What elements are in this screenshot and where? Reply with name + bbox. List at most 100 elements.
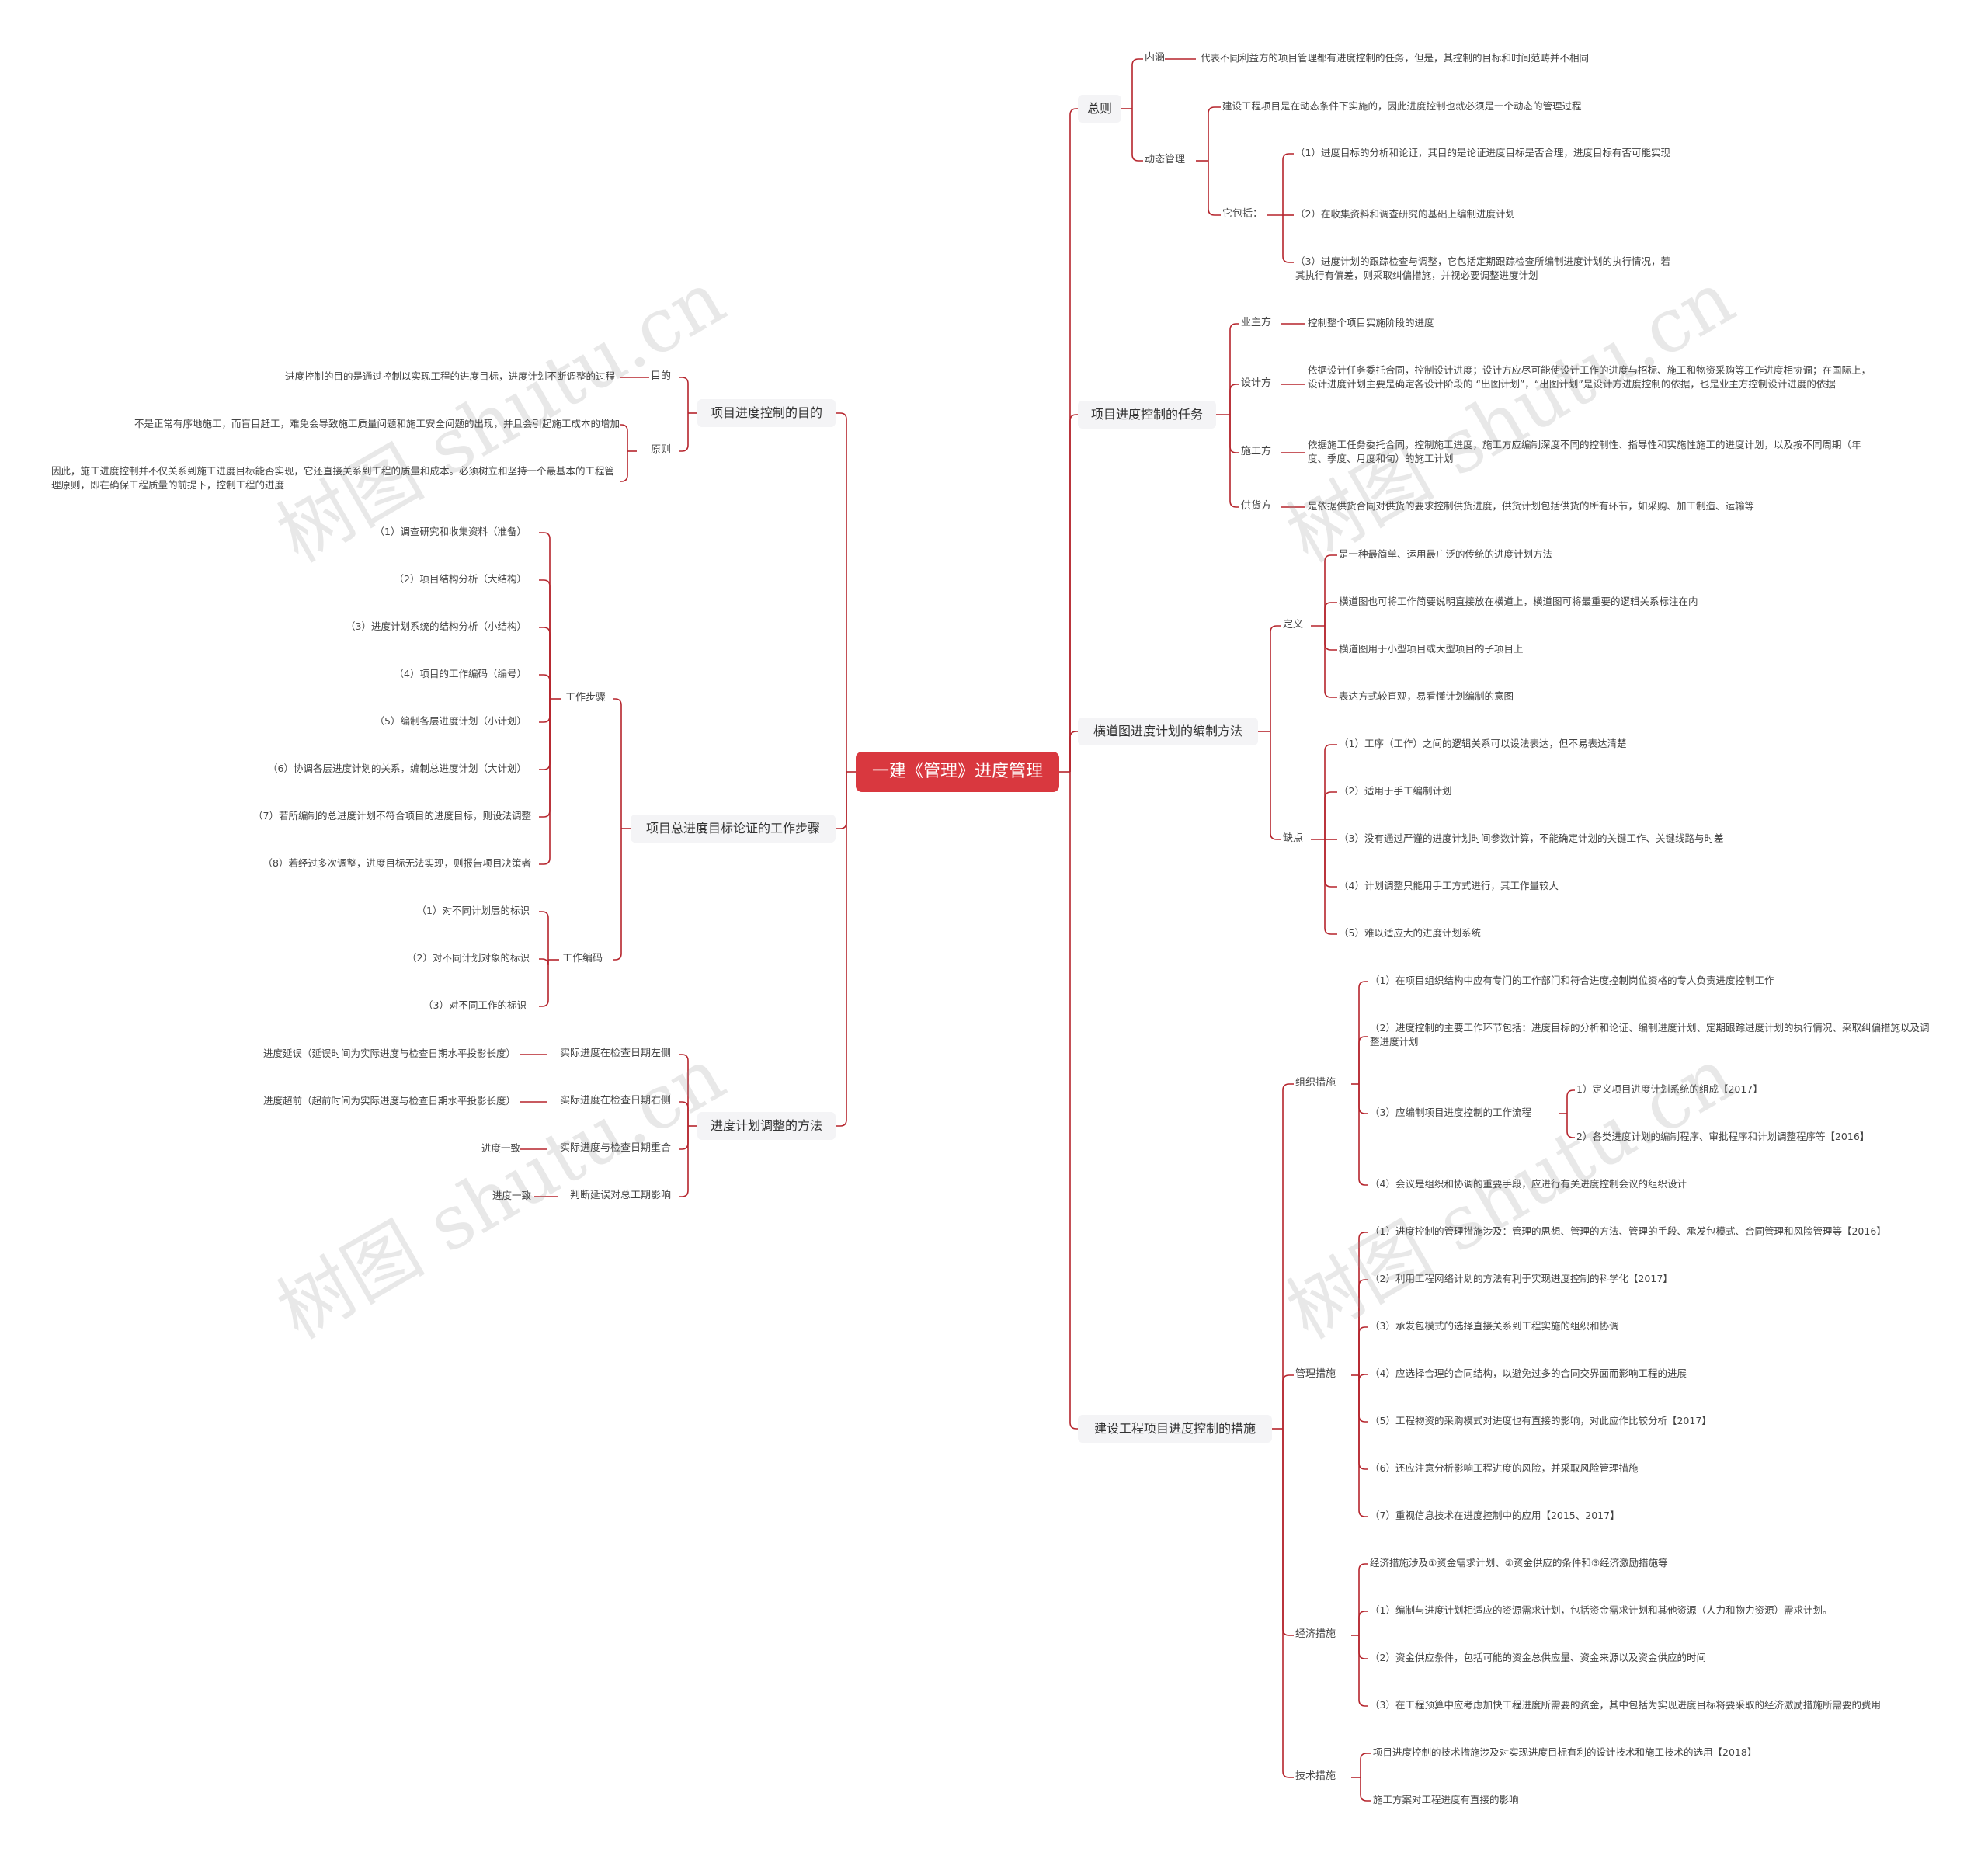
leaf-mudi[interactable]: 进度控制的目的是通过控制以实现工程的进度目标，进度计划不断调整的过程 (284, 370, 615, 382)
connector-gongzuo (539, 532, 551, 699)
leaf-jishu-2[interactable]: 施工方案对工程进度有直接的影响 (1373, 1794, 1519, 1805)
leaf-guanli-1[interactable]: （1）进度控制的管理措施涉及：管理的思想、管理的方法、管理的手段、承发包模式、合… (1370, 1225, 1886, 1237)
connector-guanli (1358, 1374, 1368, 1381)
leaf-bianma-3[interactable]: （3）对不同工作的标识 (423, 999, 527, 1011)
leaf-tiaozheng-1[interactable]: 进度延误（延误时间为实际进度与检查日期水平投影长度） (262, 1048, 516, 1059)
connector-zuzhi-3 (1566, 1114, 1575, 1138)
topic-guanli[interactable]: 管理措施 (1295, 1368, 1336, 1380)
topic-jishu[interactable]: 技术措施 (1295, 1770, 1336, 1782)
topic-tiaozheng-1[interactable]: 实际进度在检查日期左侧 (559, 1048, 671, 1059)
leaf-buzhou-5[interactable]: （5）编制各层进度计划（小计划） (374, 715, 527, 727)
topic-quedian[interactable]: 缺点 (1283, 832, 1304, 844)
connector-bianma (539, 960, 549, 1007)
leaf-tiaozheng-4[interactable]: 进度一致 (492, 1190, 531, 1201)
connector-yuanze (620, 424, 628, 451)
leaf-jingji-2[interactable]: （1）编制与进度计划相适应的资源需求计划，包括资金需求计划和其他资源（人力和物力… (1370, 1604, 1833, 1616)
leaf-tiaozheng-2[interactable]: 进度超前（超前时间为实际进度与检查日期水平投影长度） (262, 1095, 516, 1107)
connector-cuoshi (1282, 1374, 1294, 1429)
branch-mudi[interactable]: 项目进度控制的目的 (697, 399, 836, 427)
branch-cuoshi[interactable]: 建设工程项目进度控制的措施 (1078, 1415, 1272, 1443)
topic-dingyi[interactable]: 定义 (1283, 619, 1304, 631)
leaf-baokuo-3[interactable]: （3）进度计划的跟踪检查与调整，它包括定期跟踪检查所编制进度计划的执行情况，若其… (1295, 255, 1670, 281)
leaf-zuzhi-3-1[interactable]: 1）定义项目进度计划系统的组成【2017】 (1576, 1083, 1763, 1095)
leaf-jingji-3[interactable]: （2）资金供应条件，包括可能的资金总供应量、资金来源以及资金供应的时间 (1370, 1652, 1706, 1663)
leaf-buzhou-6[interactable]: （6）协调各层进度计划的关系，编制总进度计划（大计划） (268, 763, 527, 774)
leaf-guanli-2[interactable]: （2）利用工程网络计划的方法有利于实现进度控制的科学化【2017】 (1370, 1273, 1673, 1284)
leaf-zuzhi-3-2[interactable]: 2）各类进度计划的编制程序、审批程序和计划调整程序等【2016】 (1576, 1131, 1870, 1142)
topic-jingji[interactable]: 经济措施 (1295, 1628, 1336, 1640)
leaf-neihan[interactable]: 代表不同利益方的项目管理都有进度控制的任务，但是，其控制的目标和时间范畴并不相同 (1201, 52, 1590, 64)
topic-neihan[interactable]: 内涵 (1145, 52, 1166, 64)
leaf-buzhou-3[interactable]: （3）进度计划系统的结构分析（小结构） (346, 620, 527, 632)
topic-tiaozheng-3[interactable]: 实际进度与检查日期重合 (559, 1142, 671, 1154)
topic-sheji[interactable]: 设计方 (1241, 377, 1272, 389)
leaf-zuzhi-1[interactable]: （1）在项目组织结构中应有专门的工作部门和符合进度控制岗位资格的专人负责进度控制… (1370, 975, 1774, 986)
topic-gonghuo[interactable]: 供货方 (1241, 500, 1272, 512)
leaf-dongtai[interactable]: 建设工程项目是在动态条件下实施的，因此进度控制也就必须是一个动态的管理过程 (1222, 100, 1582, 112)
connector-bianma (539, 911, 549, 960)
topic-mudi[interactable]: 目的 (650, 370, 671, 382)
leaf-yezhu[interactable]: 控制整个项目实施阶段的进度 (1308, 317, 1434, 328)
leaf-baokuo-1[interactable]: （1）进度目标的分析和论证，其目的是论证进度目标是否合理，进度目标有否可能实现 (1295, 147, 1670, 158)
branch-buzhou[interactable]: 项目总进度目标论证的工作步骤 (631, 815, 836, 843)
leaf-buzhou-7[interactable]: （7）若所编制的总进度计划不符合项目的进度目标，则设法调整 (253, 810, 531, 822)
branch-renwu[interactable]: 项目进度控制的任务 (1078, 401, 1216, 429)
leaf-jingji-4[interactable]: （3）在工程预算中应考虑加快工程进度所需要的资金，其中包括为实现进度目标将要采取… (1370, 1699, 1881, 1711)
topic-tiaozheng-4[interactable]: 判断延误对总工期影响 (569, 1190, 671, 1201)
connector-dongtai (1208, 106, 1221, 161)
topic-zuzhi[interactable]: 组织措施 (1295, 1077, 1336, 1089)
leaf-buzhou-4[interactable]: （4）项目的工作编码（编号） (394, 668, 527, 679)
leaf-guanli-4[interactable]: （4）应选择合理的合同结构，以避免过多的合同交界面而影响工程的进展 (1370, 1367, 1687, 1379)
branch-tiaozheng[interactable]: 进度计划调整的方法 (697, 1112, 836, 1140)
connector-renwu (1229, 415, 1239, 453)
topic-tiaozheng-2[interactable]: 实际进度在检查日期右侧 (559, 1095, 671, 1107)
leaf-quedian-3[interactable]: （3）没有通过严谨的进度计划时间参数计算，不能确定计划的关键工作、关键线路与时差 (1339, 832, 1724, 844)
leaf-bianma-1[interactable]: （1）对不同计划层的标识 (416, 905, 530, 916)
leaf-quedian-2[interactable]: （2）适用于手工编制计划 (1339, 785, 1452, 797)
leaf-baokuo-2[interactable]: （2）在收集资料和调查研究的基础上编制进度计划 (1295, 208, 1515, 220)
branch-zongze[interactable]: 总则 (1078, 95, 1121, 123)
leaf-guanli-3[interactable]: （3）承发包模式的选择直接关系到工程实施的组织和协调 (1370, 1320, 1619, 1332)
leaf-yuanze-2[interactable]: 因此，施工进度控制并不仅关系到施工进度目标能否实现，它还直接关系到工程的质量和成… (51, 465, 615, 491)
leaf-guanli-6[interactable]: （6）还应注意分析影响工程进度的风险，并采取风险管理措施 (1370, 1462, 1639, 1474)
connector-guanli (1358, 1375, 1368, 1423)
topic-yezhu[interactable]: 业主方 (1241, 317, 1272, 328)
leaf-bianma-2[interactable]: （2）对不同计划对象的标识 (407, 952, 530, 964)
branch-hengdao[interactable]: 横道图进度计划的编制方法 (1078, 718, 1258, 745)
connector-zongze (1131, 58, 1143, 109)
leaf-jishu-1[interactable]: 项目进度控制的技术措施涉及对实现进度目标有利的设计技术和施工技术的选用【2018… (1373, 1746, 1757, 1758)
leaf-buzhou-1[interactable]: （1）调查研究和收集资料（准备） (374, 526, 527, 537)
leaf-buzhou-8[interactable]: （8）若经过多次调整，进度目标无法实现，则报告项目决策者 (262, 857, 531, 869)
connector-root-left (836, 772, 847, 829)
leaf-quedian-5[interactable]: （5）难以适应大的进度计划系统 (1339, 927, 1481, 939)
leaf-zuzhi-4[interactable]: （4）会议是组织和协调的重要手段，应进行有关进度控制会议的组织设计 (1370, 1178, 1687, 1190)
connector-quedian (1324, 744, 1337, 839)
topic-shigong[interactable]: 施工方 (1241, 446, 1272, 457)
leaf-guanli-7[interactable]: （7）重视信息技术在进度控制中的应用【2015、2017】 (1370, 1510, 1620, 1521)
leaf-zuzhi-2[interactable]: （2）进度控制的主要工作环节包括：进度目标的分析和论证、编制进度计划、定期跟踪进… (1370, 1022, 1930, 1048)
topic-bianma[interactable]: 工作编码 (561, 953, 603, 964)
leaf-quedian-4[interactable]: （4）计划调整只能用手工方式进行，其工作量较大 (1339, 880, 1559, 891)
leaf-sheji[interactable]: 依据设计任务委托合同，控制设计进度；设计方应尽可能使设计工作的进度与招标、施工和… (1308, 364, 1872, 390)
topic-gongzuo-buzhou[interactable]: 工作步骤 (565, 692, 606, 704)
connector-gongzuo (539, 699, 551, 770)
leaf-shigong[interactable]: 依据施工任务委托合同，控制施工进度，施工方应编制深度不同的控制性、指导性和实施性… (1308, 439, 1861, 464)
leaf-gonghuo[interactable]: 是依据供货合同对供货的要求控制供货进度，供货计划包括供货的所有环节，如采购、加工… (1308, 500, 1755, 512)
leaf-jingji-1[interactable]: 经济措施涉及①资金需求计划、②资金供应的条件和③经济激励措施等 (1370, 1557, 1668, 1569)
leaf-guanli-5[interactable]: （5）工程物资的采购模式对进度也有直接的影响，对此应作比较分析【2017】 (1370, 1415, 1712, 1426)
leaf-zuzhi-3[interactable]: （3）应编制项目进度控制的工作流程 (1370, 1107, 1531, 1118)
leaf-dingyi-2[interactable]: 横道图也可将工作简要说明直接放在横道上，横道图可将最重要的逻辑关系标注在内 (1339, 596, 1698, 607)
leaf-yuanze-1[interactable]: 不是正常有序地施工，而盲目赶工，难免会导致施工质量问题和施工安全问题的出现，并且… (134, 418, 620, 429)
connector-hengdao (1270, 625, 1281, 731)
leaf-tiaozheng-3[interactable]: 进度一致 (481, 1142, 520, 1154)
leaf-buzhou-2[interactable]: （2）项目结构分析（大结构） (394, 573, 527, 585)
leaf-quedian-1[interactable]: （1）工序（工作）之间的逻辑关系可以设法表达，但不易表达清楚 (1339, 738, 1627, 749)
root-topic[interactable]: 一建《管理》进度管理 (856, 752, 1059, 792)
leaf-dingyi-4[interactable]: 表达方式较直观，易看懂计划编制的意图 (1339, 690, 1514, 702)
leaf-dingyi-3[interactable]: 横道图用于小型项目或大型项目的子项目上 (1339, 643, 1524, 655)
leaf-dingyi-1[interactable]: 是一种最简单、运用最广泛的传统的进度计划方法 (1339, 548, 1553, 560)
topic-dongtai[interactable]: 动态管理 (1145, 154, 1186, 165)
topic-yuanze[interactable]: 原则 (650, 444, 671, 456)
topic-baokuo[interactable]: 它包括： (1222, 208, 1263, 220)
connector-zuzhi (1358, 1084, 1368, 1186)
